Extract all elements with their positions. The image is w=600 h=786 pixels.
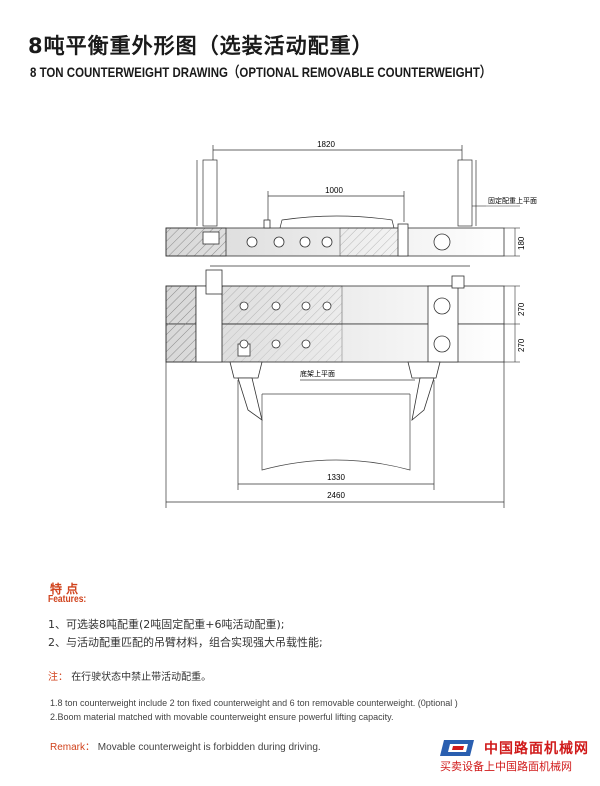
remark: Remark： Movable counterweight is forbidd… bbox=[50, 738, 321, 753]
note-label: 注： bbox=[48, 672, 68, 683]
brand-slogan: 买卖设备上中国路面机械网 bbox=[440, 760, 572, 773]
brand-logo-icon bbox=[440, 740, 474, 756]
features-subtitle: Features: bbox=[48, 594, 87, 605]
label-chassis-top-plane: 底架上平面 bbox=[300, 369, 335, 378]
label-fixed-top-plane: 固定配重上平面 bbox=[488, 196, 537, 205]
dim-270-upper: 270 bbox=[517, 302, 526, 316]
counterweight-drawing: 1820 1000 固定配重上平面 180 bbox=[165, 140, 537, 508]
dim-1820: 1820 bbox=[317, 140, 335, 149]
dim-270-lower: 270 bbox=[517, 338, 526, 352]
brand-name: 中国路面机械网 bbox=[484, 741, 589, 757]
features-title: 特 点 bbox=[50, 582, 79, 596]
note-text: 在行驶状态中禁止带活动配重。 bbox=[71, 672, 212, 683]
dim-1330: 1330 bbox=[327, 473, 345, 482]
remark-label: Remark： bbox=[50, 742, 96, 753]
page-title-en: 8 TON COUNTERWEIGHT DRAWING（OPTIONAL REM… bbox=[30, 64, 492, 80]
dim-180: 180 bbox=[517, 236, 526, 250]
note: 注： 在行驶状态中禁止带活动配重。 bbox=[48, 668, 211, 683]
en-feature-item-2: 2.Boom material matched with movable cou… bbox=[50, 712, 394, 722]
feature-item-2: 2、与活动配重匹配的吊臂材料，组合实现强大吊载性能; bbox=[48, 636, 323, 649]
page-title-cn: 8吨平衡重外形图（选装活动配重） bbox=[28, 34, 374, 58]
dim-2460: 2460 bbox=[327, 491, 345, 500]
remark-text: Movable counterweight is forbidden durin… bbox=[97, 742, 321, 753]
en-feature-item-1: 1.8 ton counterweight include 2 ton fixe… bbox=[50, 698, 458, 708]
dim-1000: 1000 bbox=[325, 186, 343, 195]
feature-item-1: 1、可选装8吨配重(2吨固定配重+6吨活动配重); bbox=[48, 618, 285, 631]
